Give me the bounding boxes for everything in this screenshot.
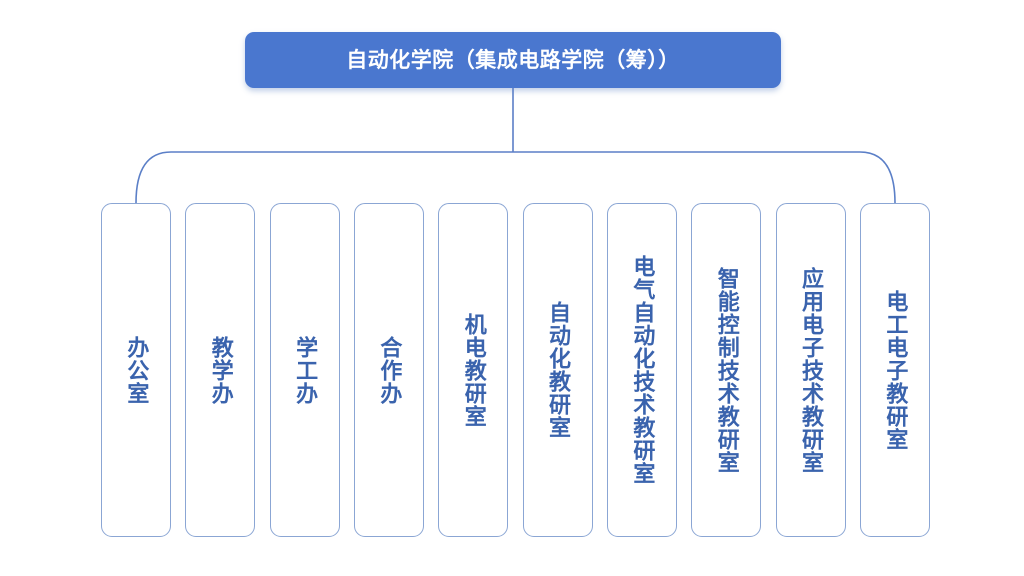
root-node-label: 自动化学院（集成电路学院（筹）） xyxy=(346,48,680,72)
leaf-node-label: 应用电子技术教研室 xyxy=(799,266,825,474)
leaf-node-intelligent-control-technology-teaching-group[interactable]: 智能控制技术教研室 xyxy=(691,203,762,537)
leaf-node-applied-electronics-technology-teaching-group[interactable]: 应用电子技术教研室 xyxy=(775,203,846,537)
leaf-node-automation-teaching-group[interactable]: 自动化教研室 xyxy=(522,203,593,537)
leaf-node-student-affairs-office[interactable]: 学工办 xyxy=(269,203,340,537)
leaf-node-label: 自动化教研室 xyxy=(546,301,572,439)
leaf-node-label: 合作办 xyxy=(377,335,403,405)
leaf-node-label: 智能控制技术教研室 xyxy=(714,266,740,474)
leaf-node-label: 学工办 xyxy=(293,335,319,405)
bus-line xyxy=(135,151,896,204)
leaf-node-label: 办公室 xyxy=(124,335,150,405)
leaf-node-teaching-office[interactable]: 教学办 xyxy=(185,203,256,537)
leaf-node-label: 机电教研室 xyxy=(461,312,487,428)
leaf-node-cooperation-office[interactable]: 合作办 xyxy=(353,203,424,537)
leaf-node-electrical-electronics-teaching-group[interactable]: 电工电子教研室 xyxy=(859,203,930,537)
leaf-node-label: 教学办 xyxy=(208,335,234,405)
root-node-automation-college[interactable]: 自动化学院（集成电路学院（筹）） xyxy=(245,32,781,88)
leaf-node-office[interactable]: 办公室 xyxy=(101,203,171,537)
leaf-node-electrical-automation-technology-teaching-group[interactable]: 电气自动化技术教研室 xyxy=(606,203,677,537)
leaf-node-row: 办公室 教学办 学工办 合作办 机电教研室 自动化教研室 电气自动化技术教研室 … xyxy=(101,203,930,537)
leaf-node-label: 电工电子教研室 xyxy=(883,289,909,451)
leaf-node-label: 电气自动化技术教研室 xyxy=(630,255,656,485)
leaf-node-mechatronics-teaching-group[interactable]: 机电教研室 xyxy=(438,203,509,537)
